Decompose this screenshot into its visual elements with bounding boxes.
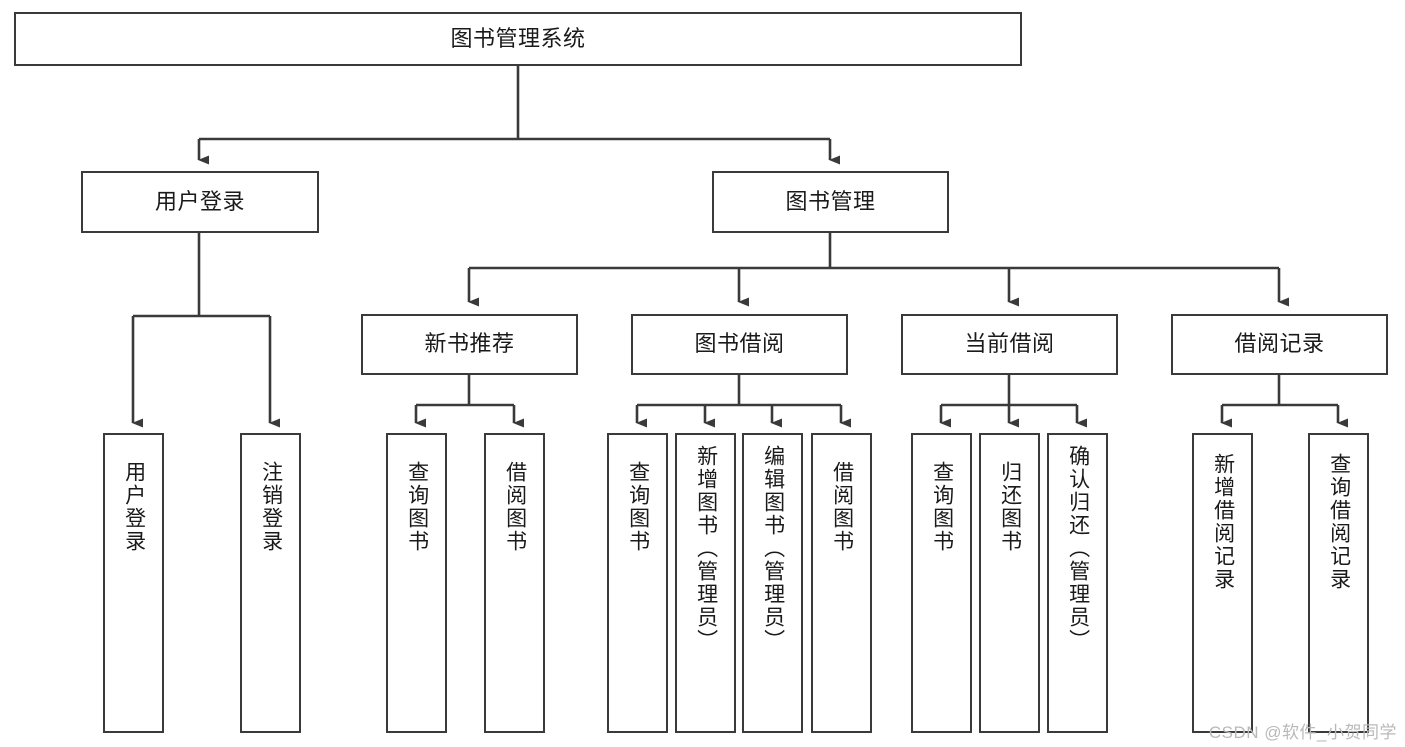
node-leaf-confirm-return-label: 确认归还（管理员）	[1066, 445, 1090, 652]
node-leaf-query-book-1[interactable]: 查询图书	[386, 433, 447, 733]
node-leaf-logout-login[interactable]: 注销登录	[240, 433, 301, 733]
node-leaf-confirm-return[interactable]: 确认归还（管理员）	[1047, 433, 1108, 733]
node-leaf-add-book[interactable]: 新增图书（管理员）	[675, 433, 736, 733]
node-leaf-borrow-book-2-label: 借阅图书	[830, 461, 854, 553]
node-leaf-query-book-2-label: 查询图书	[626, 461, 650, 553]
node-leaf-query-book-3-label: 查询图书	[930, 461, 954, 553]
node-leaf-query-book-3[interactable]: 查询图书	[911, 433, 972, 733]
node-leaf-user-login[interactable]: 用户登录	[103, 433, 164, 733]
node-leaf-borrow-book-1-label: 借阅图书	[503, 461, 527, 553]
node-leaf-return-book[interactable]: 归还图书	[979, 433, 1040, 733]
node-book-borrow-label: 图书借阅	[694, 331, 785, 357]
node-leaf-query-record-label: 查询借阅记录	[1327, 453, 1351, 591]
node-leaf-borrow-book-1[interactable]: 借阅图书	[484, 433, 545, 733]
node-leaf-query-book-1-label: 查询图书	[405, 461, 429, 553]
node-book-borrow[interactable]: 图书借阅	[631, 314, 848, 375]
node-current-borrow-label: 当前借阅	[964, 331, 1055, 357]
node-new-book-recommend-label: 新书推荐	[424, 331, 515, 357]
node-leaf-query-record[interactable]: 查询借阅记录	[1308, 433, 1369, 733]
node-leaf-edit-book[interactable]: 编辑图书（管理员）	[742, 433, 803, 733]
node-root-label: 图书管理系统	[450, 25, 586, 51]
node-current-borrow[interactable]: 当前借阅	[901, 314, 1118, 375]
node-book-manage-label: 图书管理	[785, 188, 876, 214]
node-user-login-label: 用户登录	[154, 188, 245, 214]
node-book-manage[interactable]: 图书管理	[712, 171, 949, 233]
node-leaf-edit-book-label: 编辑图书（管理员）	[761, 445, 785, 652]
node-leaf-borrow-book-2[interactable]: 借阅图书	[811, 433, 872, 733]
node-leaf-query-book-2[interactable]: 查询图书	[607, 433, 668, 733]
node-leaf-user-login-label: 用户登录	[122, 461, 146, 553]
node-leaf-add-record-label: 新增借阅记录	[1211, 453, 1235, 591]
node-user-login[interactable]: 用户登录	[81, 171, 319, 233]
node-borrow-record[interactable]: 借阅记录	[1171, 314, 1388, 375]
node-leaf-logout-login-label: 注销登录	[259, 461, 283, 553]
node-root[interactable]: 图书管理系统	[14, 12, 1022, 66]
node-leaf-add-book-label: 新增图书（管理员）	[694, 445, 718, 652]
node-leaf-add-record[interactable]: 新增借阅记录	[1192, 433, 1253, 733]
node-borrow-record-label: 借阅记录	[1234, 331, 1325, 357]
node-new-book-recommend[interactable]: 新书推荐	[361, 314, 578, 375]
node-leaf-return-book-label: 归还图书	[998, 461, 1022, 553]
